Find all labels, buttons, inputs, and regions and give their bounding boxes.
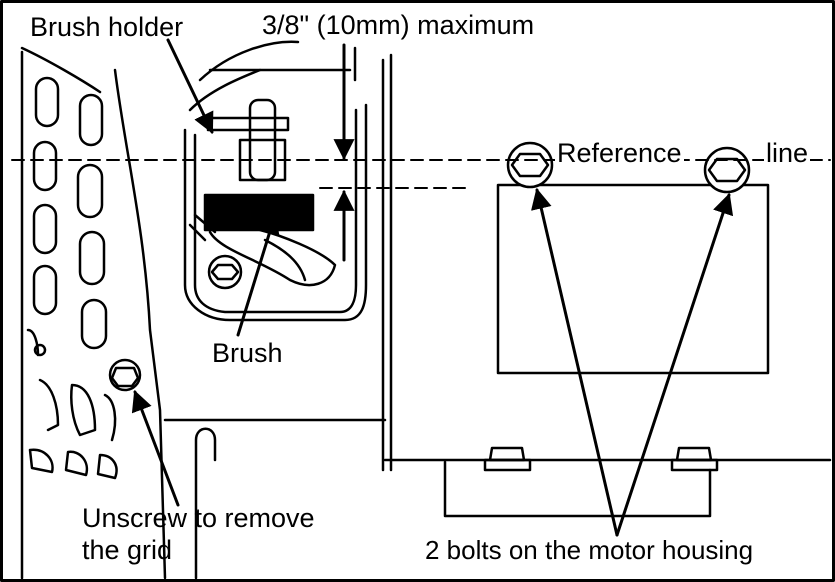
bolt-leader-left [531,187,619,537]
grid-screw-leader [131,390,180,507]
brush-leader [236,212,280,337]
brush-holder-label: Brush holder [30,12,184,42]
unscrew-label-line1: Unscrew to remove [82,503,315,533]
brush-holder-window [183,98,368,322]
reference-label: Reference [555,138,684,168]
brush-label: Brush [212,338,283,368]
machine-outline [163,40,832,580]
unscrew-label-line2: the grid [82,535,173,565]
bolts-label: 2 bolts on the motor housing [425,535,754,565]
motor-housing [496,183,770,375]
bottom-nut-right [670,446,719,472]
reference-bolt-right [703,146,751,194]
max-gap-label: 3/8" (10mm) maximum [262,10,535,40]
line-label: line [764,138,811,168]
bolt-leader-right [615,193,734,537]
bottom-nut-left [483,446,532,472]
grid-screw [108,358,142,392]
brush-holder-leader [166,38,214,134]
ventilation-grid [20,46,167,580]
reference-bolt-left [506,141,554,189]
